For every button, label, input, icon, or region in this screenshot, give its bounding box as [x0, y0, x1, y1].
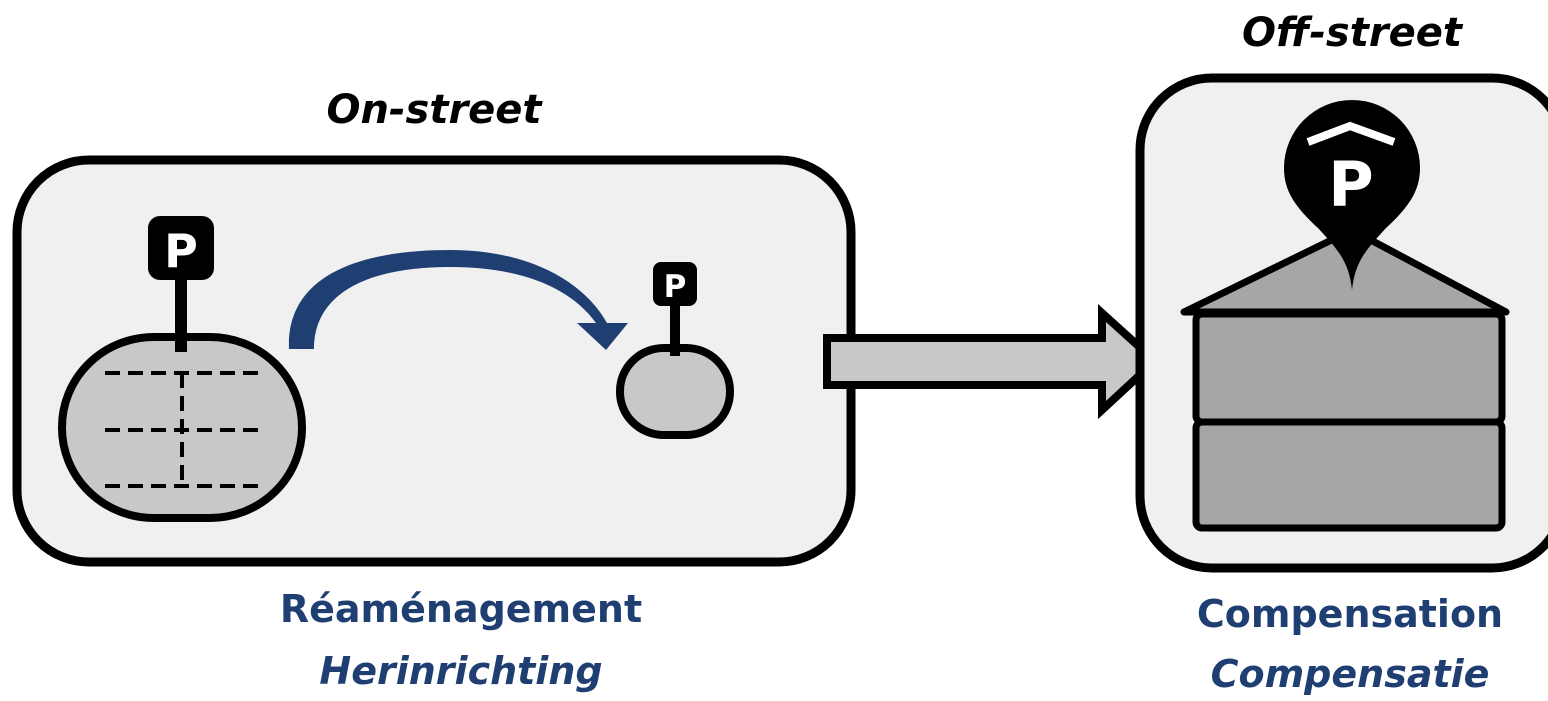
- parking-bay-lines: [105, 371, 258, 488]
- parking-sign-large-icon: P: [148, 216, 214, 352]
- parking-pin-letter: P: [1328, 148, 1373, 221]
- parking-garage-pin-icon: P: [1284, 100, 1420, 290]
- curved-arrow: [288, 250, 628, 350]
- parking-sign-small-icon: P: [653, 262, 697, 356]
- off-street-caption-nl: Compensatie: [1210, 652, 1490, 696]
- parking-sign-large-letter: P: [164, 224, 198, 278]
- on-street-title: On-street: [326, 87, 542, 133]
- parking-garage-building: [1180, 226, 1510, 532]
- off-street-caption-fr: Compensation: [1196, 592, 1504, 636]
- on-street-caption-nl: Herinrichting: [319, 649, 603, 693]
- on-street-panel: P P: [12, 155, 856, 567]
- small-parking-lot-shape: [616, 344, 734, 439]
- garage-roof-chevron: [1306, 121, 1396, 146]
- garage-upper-floor: [1192, 310, 1506, 426]
- parking-sign-small-letter: P: [664, 269, 687, 305]
- garage-lower-floor: [1192, 418, 1506, 532]
- transfer-arrow: [823, 303, 1161, 420]
- on-street-caption-fr: Réaménagement: [279, 587, 643, 631]
- small-parking-area: [616, 344, 734, 439]
- off-street-title: Off-street: [1242, 10, 1462, 56]
- large-parking-area: [58, 333, 306, 522]
- off-street-panel: P: [1135, 73, 1548, 573]
